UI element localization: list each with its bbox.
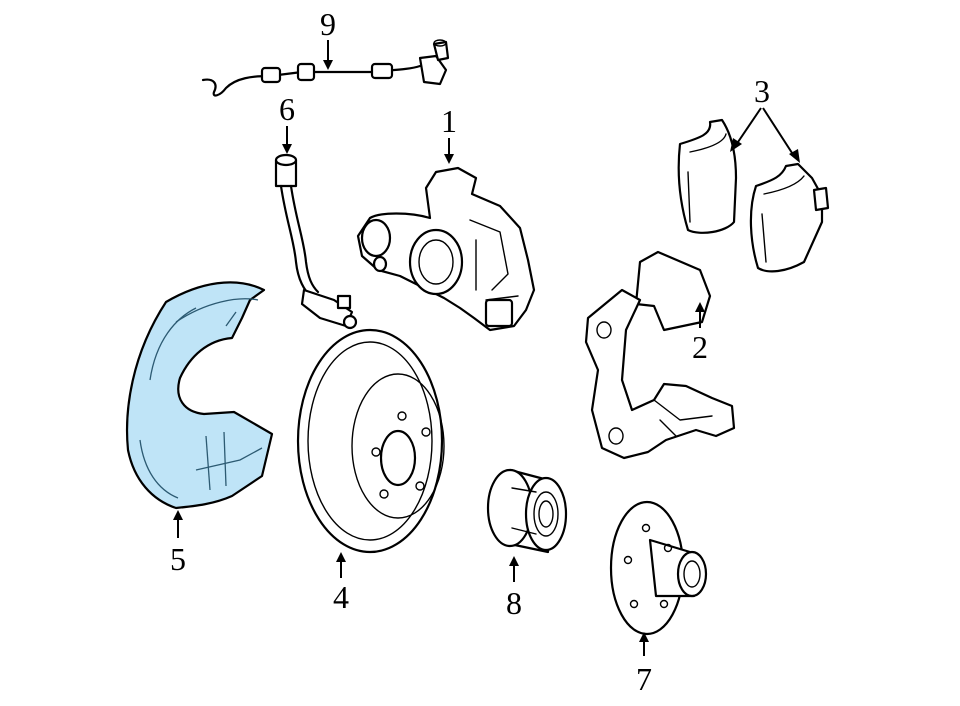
callout-7: 7 — [636, 632, 652, 697]
callout-3-label: 3 — [754, 73, 770, 109]
abs-sensor-wire[interactable] — [201, 39, 450, 97]
callout-1-label: 1 — [441, 103, 457, 139]
callout-9: 9 — [320, 6, 336, 70]
callout-5: 5 — [170, 510, 186, 577]
callout-6: 6 — [279, 91, 295, 154]
callout-6-label: 6 — [279, 91, 295, 127]
callout-8: 8 — [506, 556, 522, 621]
brake-hose[interactable] — [274, 153, 358, 330]
callout-5-label: 5 — [170, 541, 186, 577]
rotor[interactable] — [296, 328, 445, 554]
caliper-bracket[interactable] — [584, 250, 736, 460]
callout-7-label: 7 — [636, 661, 652, 697]
hub[interactable] — [609, 500, 708, 636]
callout-8-label: 8 — [506, 585, 522, 621]
callout-4: 4 — [333, 552, 349, 615]
callout-2: 2 — [692, 302, 708, 365]
wheel-bearing[interactable] — [486, 468, 568, 554]
caliper[interactable] — [356, 166, 536, 332]
callout-3: 3 — [730, 73, 800, 163]
callout-9-label: 9 — [320, 6, 336, 42]
callout-4-label: 4 — [333, 579, 349, 615]
splash-shield[interactable] — [125, 281, 274, 510]
brake-pads[interactable] — [677, 118, 830, 273]
callout-2-label: 2 — [692, 329, 708, 365]
callout-1: 1 — [441, 103, 457, 164]
